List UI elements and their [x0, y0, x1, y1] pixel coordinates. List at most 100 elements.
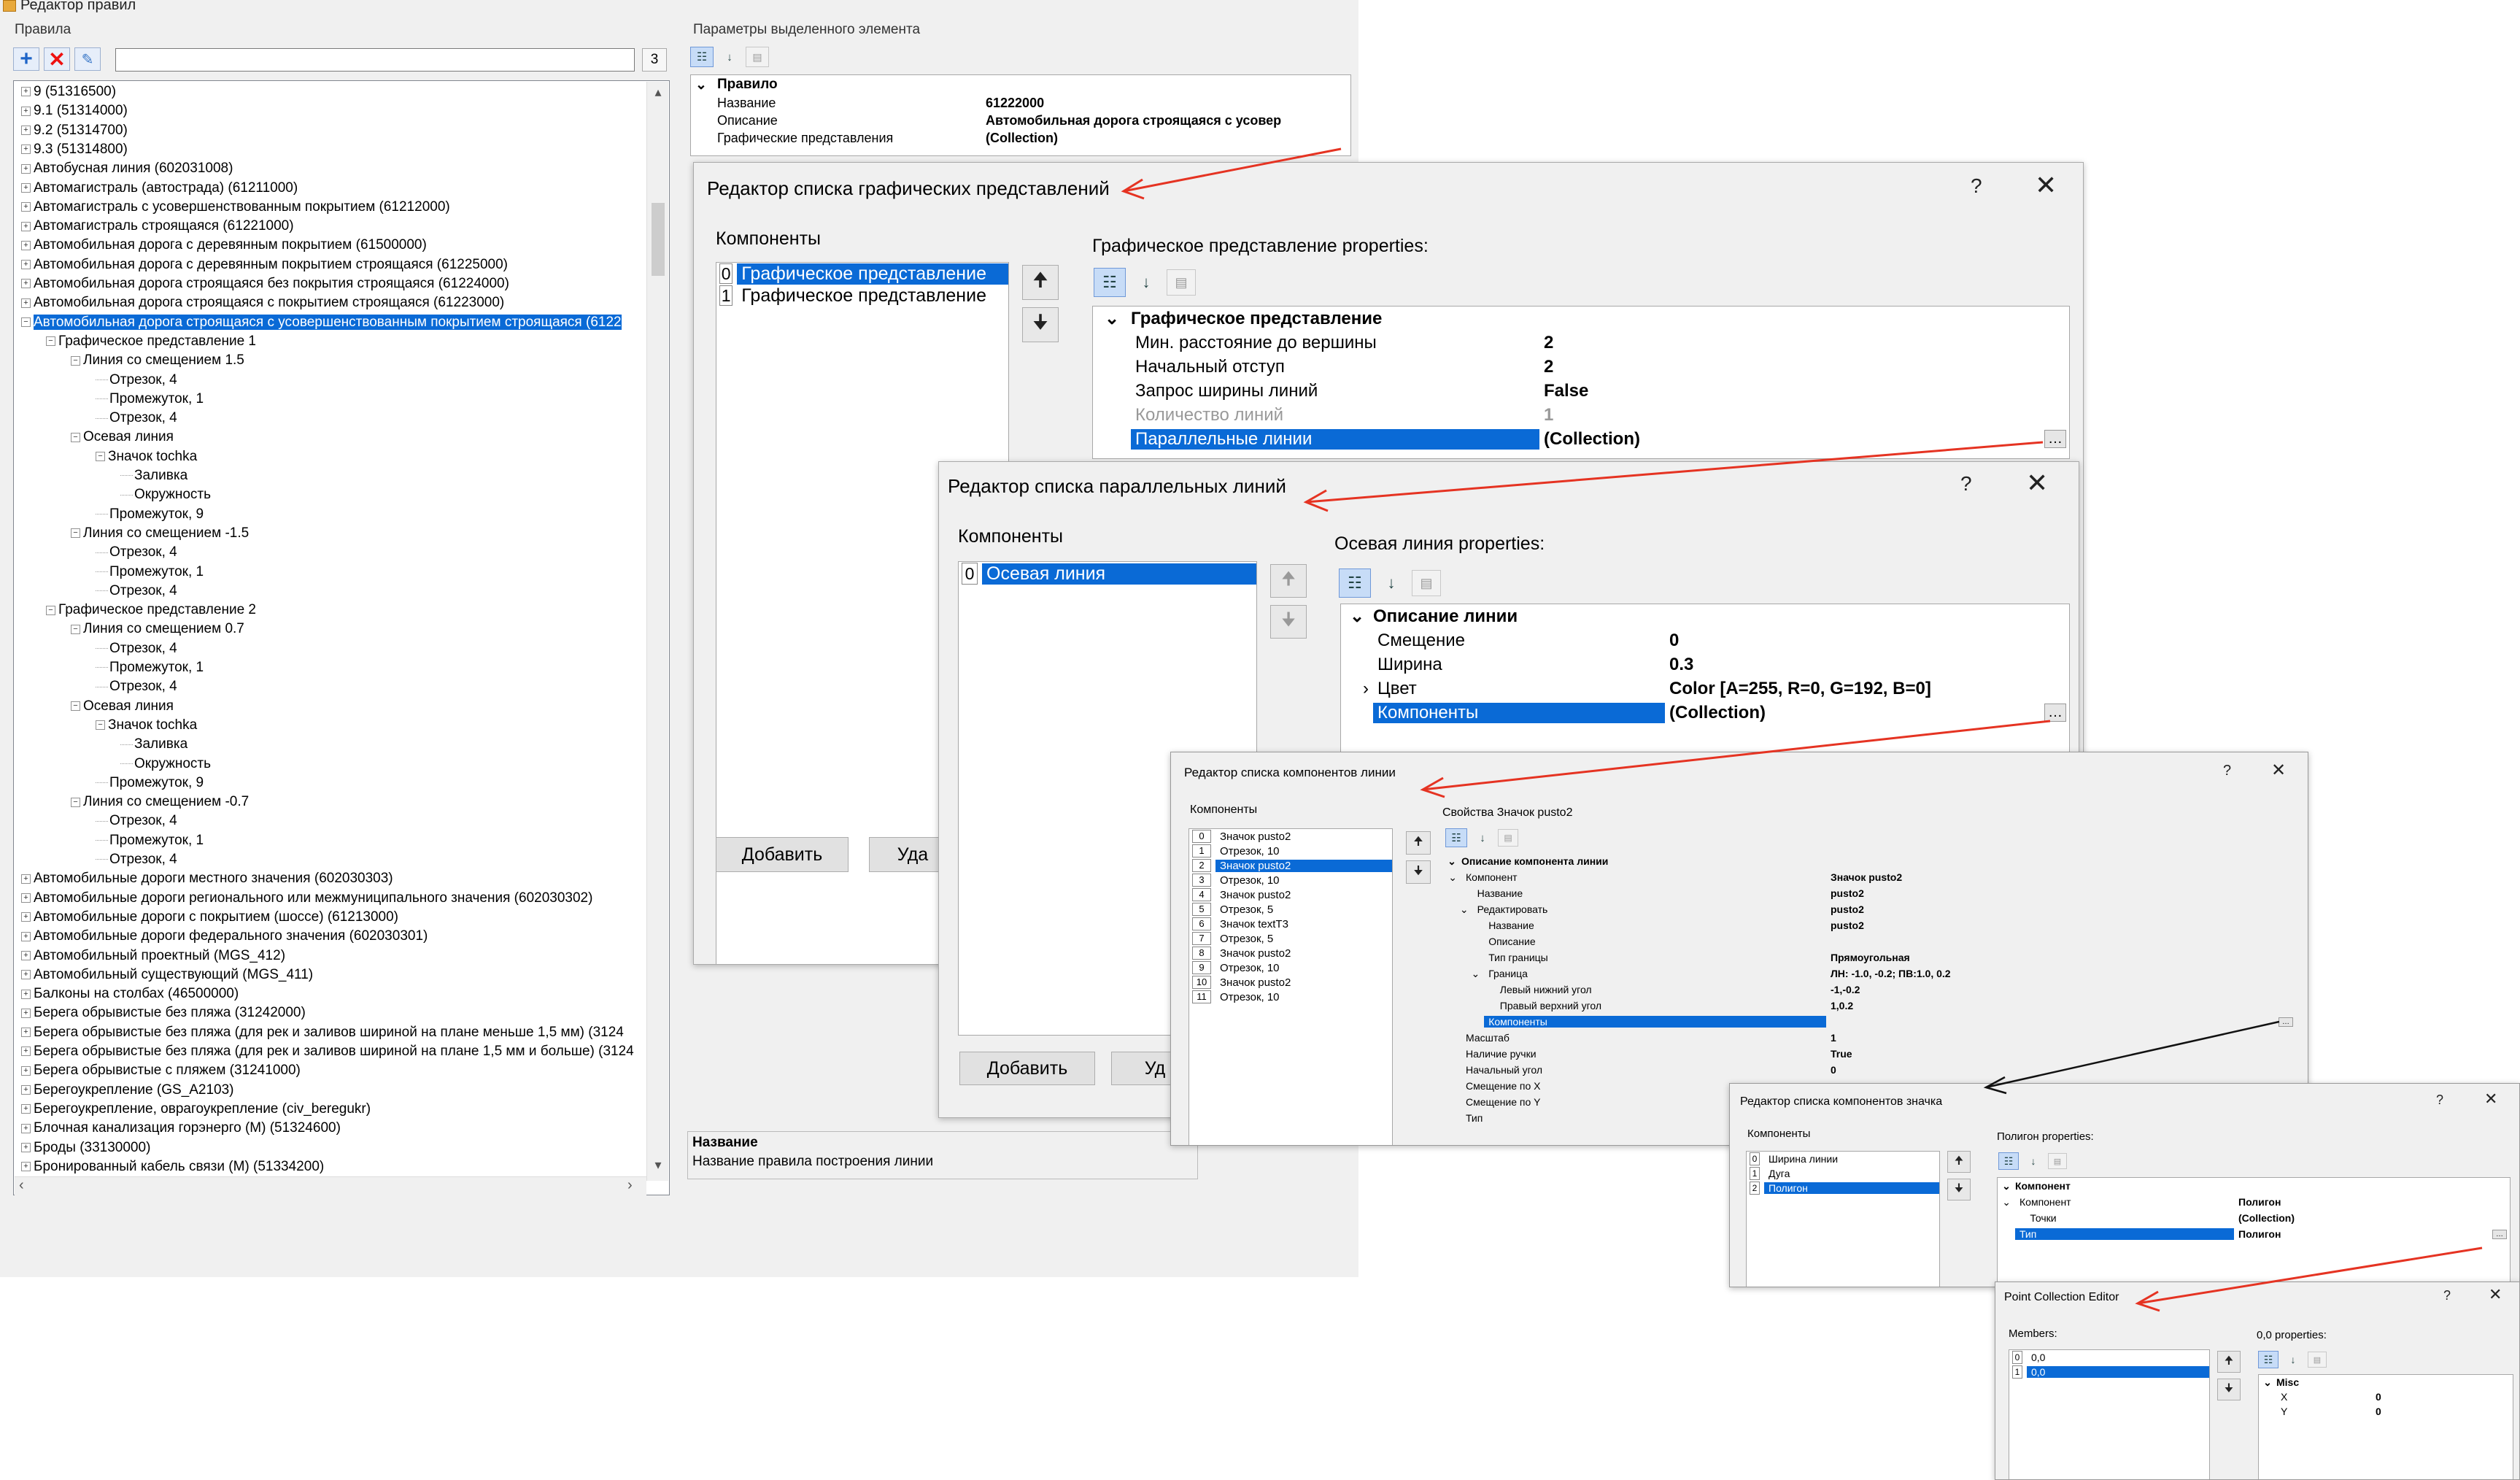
help-question-icon[interactable]: ? — [2436, 1092, 2444, 1107]
property-value[interactable]: pusto2 — [1830, 903, 1864, 915]
expand-plus-icon[interactable]: + — [21, 1008, 31, 1018]
tree-node[interactable]: −Линия со смещением -1.5 — [71, 524, 249, 543]
tree-node[interactable]: +Автомобильная дорога с деревянным покры… — [21, 255, 508, 274]
tree-node[interactable]: +Автомобильные дороги регионального или … — [21, 889, 592, 908]
collapse-chevron-icon[interactable]: ⌄ — [2002, 1179, 2011, 1192]
property-value[interactable]: Полигон — [2238, 1196, 2281, 1208]
scroll-left-arrow-icon[interactable]: ‹ — [19, 1177, 24, 1193]
categorized-icon[interactable]: ☷ — [2258, 1351, 2279, 1368]
expand-plus-icon[interactable]: + — [21, 126, 31, 136]
add-rule-button[interactable]: + — [13, 47, 39, 71]
property-pages-icon[interactable]: ▤ — [2048, 1153, 2067, 1169]
collapse-chevron-icon[interactable]: ⌄ — [1448, 871, 1457, 883]
expand-plus-icon[interactable]: + — [21, 221, 31, 231]
rule-category-row[interactable]: ⌄ Правило — [691, 75, 1350, 94]
property-value[interactable]: 0.3 — [1669, 654, 1694, 674]
help-question-icon[interactable]: ? — [1960, 472, 1972, 495]
alphabetical-icon[interactable]: ↓ — [1142, 273, 1151, 291]
tree-node[interactable]: +Автомобильные дороги федерального значе… — [21, 927, 428, 946]
tree-node[interactable]: +Броды (33130000) — [21, 1138, 150, 1157]
tree-node[interactable]: −Значок tochka — [96, 716, 197, 735]
tree-vscroll[interactable]: ▴ ▾ — [646, 82, 668, 1181]
tree-node[interactable]: Промежуток, 9 — [96, 774, 204, 793]
collapse-minus-icon[interactable]: − — [71, 528, 80, 539]
move-up-arrow-icon[interactable]: 🠉 — [1022, 265, 1059, 300]
tree-node[interactable]: Промежуток, 9 — [96, 505, 204, 524]
tree-node[interactable]: Промежуток, 1 — [96, 563, 204, 582]
tree-node[interactable]: Заливка — [120, 735, 188, 754]
categorized-icon[interactable]: ☷ — [1094, 268, 1126, 297]
tree-node[interactable]: −Графическое представление 2 — [46, 601, 256, 620]
move-down-arrow-icon[interactable]: 🠋 — [1022, 307, 1059, 342]
expand-plus-icon[interactable]: + — [21, 1028, 31, 1038]
category-row[interactable]: ⌄Misc — [2259, 1375, 2513, 1390]
property-pages-icon[interactable]: ▤ — [1167, 269, 1196, 296]
tree-node[interactable]: −Значок tochka — [96, 447, 197, 466]
property-pages-icon[interactable]: ▤ — [1498, 829, 1518, 847]
property-value[interactable]: 2 — [1544, 332, 1554, 352]
tree-node[interactable]: Промежуток, 1 — [96, 658, 204, 677]
tree-node[interactable]: Отрезок, 4 — [96, 850, 177, 869]
tree-node[interactable]: Отрезок, 4 — [96, 677, 177, 696]
expand-plus-icon[interactable]: + — [21, 1162, 31, 1172]
rules-search-input[interactable] — [115, 48, 635, 72]
expand-plus-icon[interactable]: + — [21, 970, 31, 980]
collapse-chevron-icon[interactable]: ⌄ — [1349, 606, 1365, 626]
property-value[interactable]: Полигон — [2238, 1228, 2281, 1240]
tree-node[interactable]: +Автобусная линия (602031008) — [21, 159, 233, 178]
expand-plus-icon[interactable]: + — [21, 1085, 31, 1095]
property-value[interactable]: Значок pusto2 — [1831, 871, 1903, 883]
collapse-minus-icon[interactable]: − — [71, 701, 80, 712]
property-row[interactable]: Параллельные линии(Collection)… — [1093, 427, 2069, 451]
tree-node[interactable]: Отрезок, 4 — [96, 639, 177, 658]
expand-plus-icon[interactable]: + — [21, 202, 31, 212]
expand-plus-icon[interactable]: + — [21, 1142, 31, 1152]
tree-node[interactable]: +Автомагистраль с усовершенствованным по… — [21, 198, 450, 217]
property-value[interactable]: (Collection) — [1544, 428, 1640, 449]
expand-plus-icon[interactable]: + — [21, 912, 31, 922]
tree-node[interactable]: Отрезок, 4 — [96, 409, 177, 428]
expand-plus-icon[interactable]: + — [21, 144, 31, 155]
property-value[interactable]: 0 — [1831, 1064, 1836, 1076]
collapse-chevron-icon[interactable]: ⌄ — [2002, 1195, 2011, 1208]
expand-plus-icon[interactable]: + — [21, 182, 31, 193]
move-down-arrow-icon[interactable]: 🠋 — [1947, 1179, 1971, 1200]
alphabetical-icon[interactable]: ↓ — [2290, 1354, 2296, 1365]
property-value[interactable]: Прямоугольная — [1830, 952, 1910, 963]
property-value[interactable]: 61222000 — [986, 95, 1045, 110]
tree-node[interactable]: +Берега обрывистые без пляжа (для рек и … — [21, 1042, 634, 1061]
property-value[interactable]: 0 — [1669, 630, 1680, 650]
help-question-icon[interactable]: ? — [1971, 174, 1982, 197]
tree-node[interactable]: +Автомагистраль (автострада) (61211000) — [21, 179, 298, 198]
tree-node[interactable]: +Автомобильная дорога строящаяся без пок… — [21, 274, 509, 293]
tree-node[interactable]: +Берега обрывистые без пляжа (для рек и … — [21, 1023, 624, 1042]
categorized-icon[interactable]: ☷ — [1445, 828, 1467, 847]
tree-node[interactable]: +Автомобильные дороги с покрытием (шоссе… — [21, 908, 398, 927]
tree-node[interactable]: Окружность — [120, 755, 211, 774]
expand-plus-icon[interactable]: + — [21, 87, 31, 97]
property-value[interactable]: 0 — [2376, 1391, 2381, 1403]
tree-node[interactable]: +Берегоукрепление (GS_A2103) — [21, 1081, 234, 1100]
tree-node[interactable]: Заливка — [120, 466, 188, 485]
property-value[interactable]: 1 — [1831, 1032, 1836, 1044]
property-value[interactable]: ЛН: -1.0, -0.2; ПВ:1.0, 0.2 — [1830, 968, 1951, 979]
property-pages-icon[interactable]: ▤ — [1412, 570, 1441, 596]
expand-plus-icon[interactable]: + — [21, 1104, 31, 1114]
move-down-arrow-icon[interactable]: 🠋 — [1406, 860, 1431, 884]
